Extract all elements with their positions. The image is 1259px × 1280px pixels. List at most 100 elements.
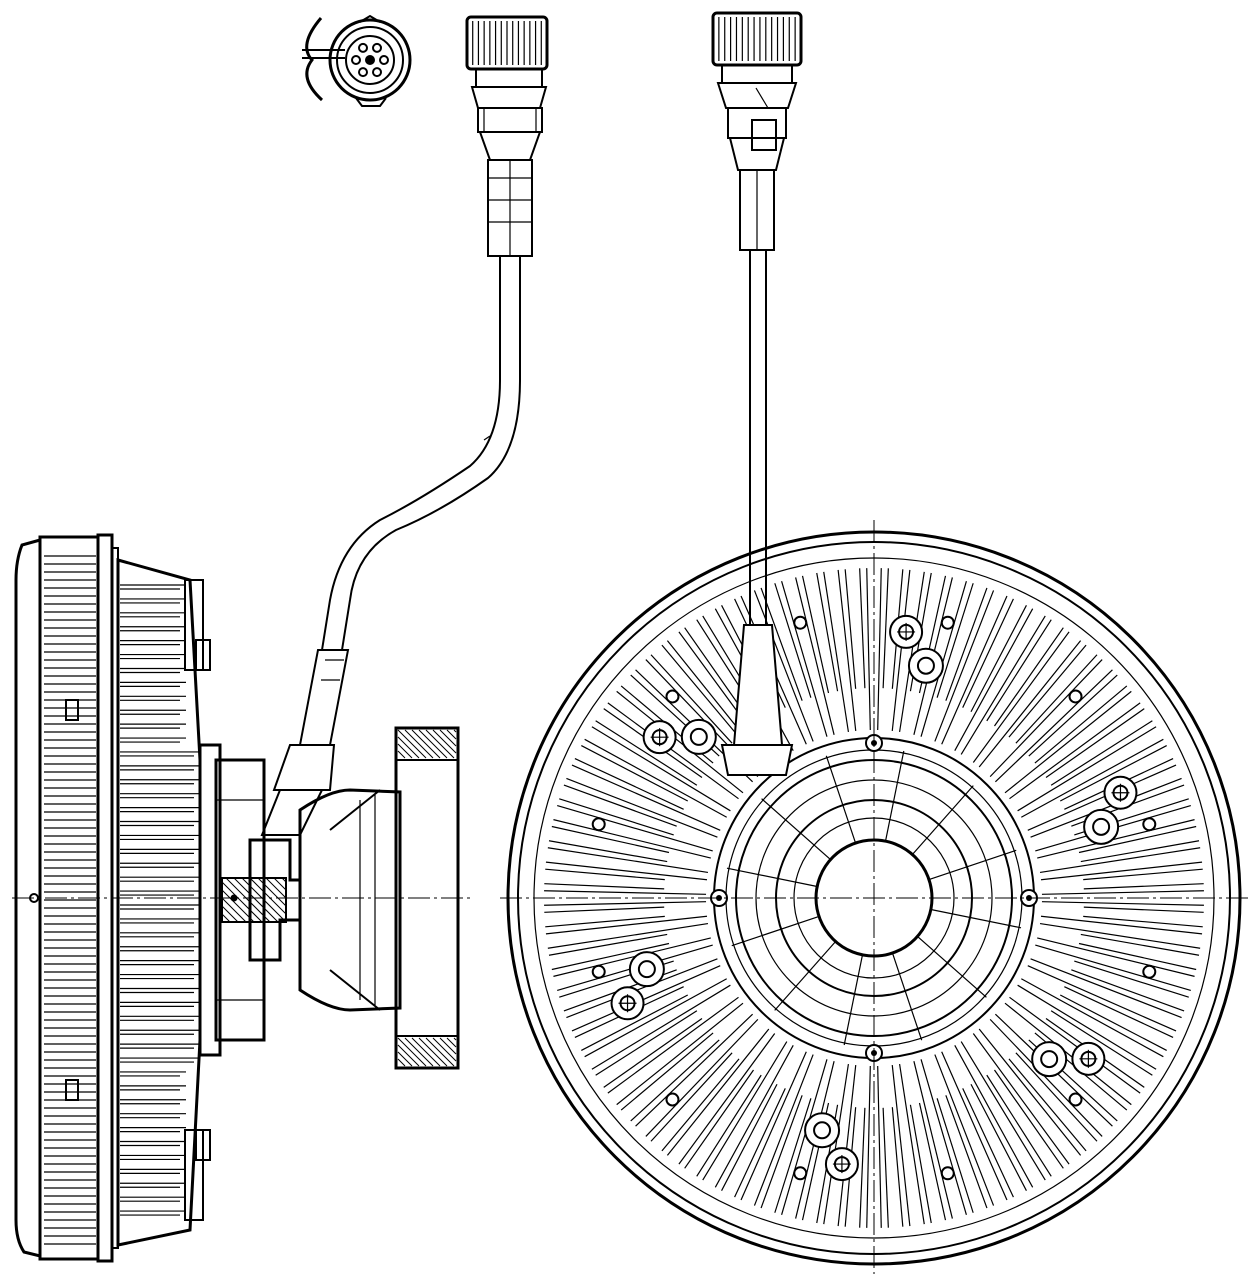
front-connector-cable	[711, 11, 803, 776]
connector-end-view	[302, 14, 412, 107]
radial-fin	[882, 568, 889, 689]
hatch-line	[249, 877, 287, 915]
mount-boss-hole	[1040, 1050, 1059, 1069]
center-pin	[365, 55, 375, 65]
hatch-line	[432, 729, 457, 754]
side-view	[12, 533, 470, 1263]
radial-fin	[616, 1002, 744, 1106]
radial-fin	[545, 915, 708, 935]
radial-fin	[993, 627, 1064, 727]
radial-fin	[1041, 890, 1204, 895]
radial-fin	[882, 1107, 889, 1228]
radial-fin	[859, 1107, 866, 1228]
bolt-hole	[665, 1092, 680, 1107]
bolt-hole	[793, 1166, 808, 1181]
radial-fin	[548, 933, 668, 956]
hub-spoke	[843, 954, 864, 1046]
radial-fin	[607, 702, 739, 800]
radial-fin	[1009, 702, 1141, 800]
radial-fin	[551, 825, 670, 854]
radial-fin	[603, 1017, 703, 1088]
radial-fin	[760, 1095, 803, 1209]
hub-hole-center	[871, 740, 877, 746]
radial-fin	[954, 1045, 1034, 1188]
hatch-line	[233, 877, 279, 923]
radial-fin	[645, 1018, 759, 1137]
radial-fin	[1050, 720, 1153, 786]
radial-fin	[1037, 819, 1195, 859]
radial-fin	[866, 568, 871, 731]
radial-fin	[877, 1065, 882, 1228]
radial-fin	[993, 1069, 1064, 1169]
radial-fin	[1080, 840, 1200, 863]
hatch-line	[404, 1037, 434, 1067]
hatch-line	[411, 1037, 441, 1067]
radial-fin	[635, 1013, 754, 1127]
bolt-hole	[665, 689, 680, 704]
hatch-line	[411, 729, 441, 759]
radial-fin	[1040, 861, 1203, 881]
radial-fin	[1035, 944, 1191, 991]
radial-fin	[607, 996, 739, 1094]
radial-fin	[553, 819, 711, 859]
radial-fin	[1059, 994, 1167, 1051]
radial-fin	[891, 569, 911, 732]
radial-fin	[866, 1065, 871, 1228]
radial-fin	[544, 906, 665, 913]
radial-fin	[1064, 986, 1174, 1038]
radial-fin	[934, 1054, 995, 1206]
radial-fin	[1021, 978, 1164, 1058]
radial-fin	[1030, 958, 1182, 1019]
radial-fin	[1008, 1058, 1087, 1152]
hatch-line	[397, 736, 420, 759]
radial-fin	[774, 1098, 812, 1213]
mount-boss	[804, 1112, 841, 1149]
bolt-hole	[1142, 964, 1157, 979]
radial-fin	[566, 958, 718, 1019]
hatch-line	[221, 889, 255, 923]
radial-fin	[898, 571, 925, 733]
hatch-line	[225, 877, 271, 923]
radial-fin	[954, 608, 1034, 751]
radial-fin	[909, 1104, 932, 1224]
radial-fin	[1027, 764, 1177, 831]
hatch-line	[397, 750, 406, 759]
radial-fin	[795, 577, 835, 735]
radial-fin	[545, 861, 708, 881]
hatch-line	[281, 877, 287, 883]
radial-fin	[1030, 777, 1182, 838]
radial-fin	[1027, 965, 1177, 1032]
mount-boss	[680, 718, 717, 755]
hatch-line	[418, 729, 448, 759]
radial-fin	[571, 965, 721, 1032]
radial-fin	[1041, 901, 1204, 906]
mount-boss	[628, 951, 665, 988]
radial-fin	[823, 1063, 850, 1225]
radial-fin	[544, 883, 665, 890]
radial-fin	[1083, 906, 1204, 913]
radial-fin	[551, 942, 670, 971]
radial-fin	[1083, 883, 1204, 890]
radial-fin	[918, 1102, 947, 1221]
hub-spoke	[774, 941, 837, 1011]
radial-fin	[544, 890, 707, 895]
radial-fin	[1045, 708, 1145, 779]
radial-fin	[962, 1088, 1014, 1198]
radial-fin	[816, 572, 839, 692]
radial-fin	[545, 915, 665, 928]
radial-fin	[970, 605, 1027, 713]
radial-fin	[684, 1069, 755, 1169]
radial-fin	[1074, 960, 1189, 998]
radial-fin	[934, 590, 995, 742]
radial-fin	[753, 1054, 814, 1206]
mount-boss-hole	[689, 727, 708, 746]
radial-fin	[650, 654, 733, 744]
radial-fin	[1037, 937, 1195, 977]
mount-boss-hole	[813, 1121, 832, 1140]
radial-fin	[913, 1061, 953, 1219]
radial-fin	[630, 1039, 720, 1122]
bolt-hole	[793, 615, 808, 630]
radial-fin	[1040, 915, 1203, 935]
radial-fin	[962, 598, 1014, 708]
